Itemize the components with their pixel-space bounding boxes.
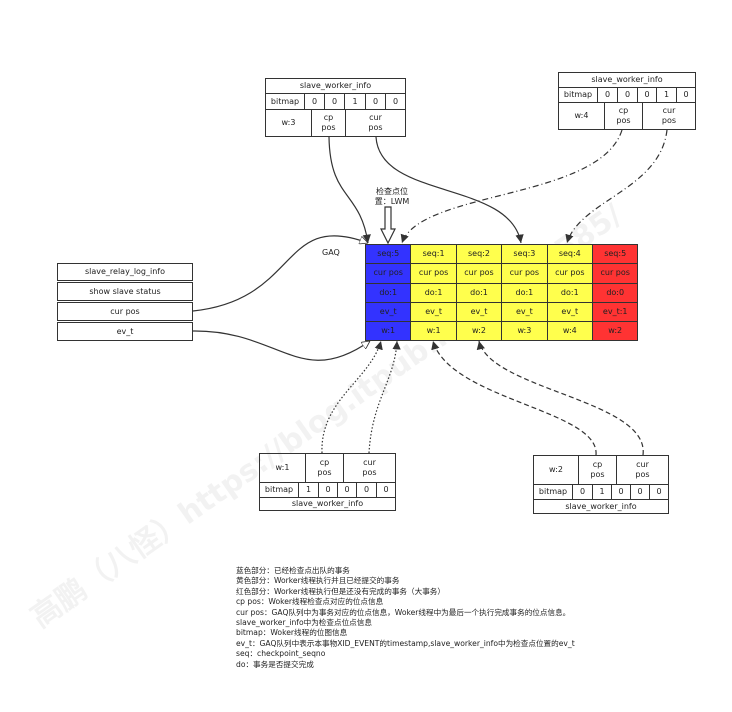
checkpoint-label: 检查点位置：LWM [374,187,410,206]
bitmap-bit: 0 [385,93,406,110]
arrow-w4-cur [565,129,668,244]
cp-pos: cp pos [578,455,617,485]
bitmap-bit: 0 [365,93,386,110]
worker-title: slave_worker_info [533,499,669,514]
bitmap-bit: 0 [676,87,696,103]
gaq-cell-ev-t: ev_t:1 [592,301,639,323]
gaq-cell-worker: w:2 [455,321,503,342]
cp-pos: cp pos [311,109,346,137]
bitmap-bit: 1 [592,484,612,500]
legend-line: bitmap：Woker线程的位图信息 [236,628,348,638]
gaq-cell-ev-t: ev_t [455,301,503,323]
gaq-cell-worker: w:1 [410,321,457,342]
gaq-label: GAQ [322,248,340,257]
legend-line: do：事务是否提交完成 [236,659,314,669]
bitmap-bit: 0 [572,484,593,500]
relay-log-item: show slave status [57,282,193,301]
gaq-cell-cur-pos: cur pos [455,263,503,284]
gaq-cell-seq: seq:2 [455,244,503,265]
worker-id: w:4 [558,102,605,130]
gaq-cell-worker: w:1 [365,321,412,342]
bitmap-bit: 0 [337,482,357,498]
gaq-cell-cur-pos: cur pos [546,263,593,284]
legend-line: 黄色部分：Worker线程执行并且已经提交的事务 [236,576,400,586]
arrow-w4-cp [400,129,623,244]
gaq-cell-worker: w:3 [501,321,548,342]
arrow-w3-cur [375,136,524,244]
gaq-cell-do: do:1 [546,282,593,303]
bitmap-bit: 1 [298,482,319,498]
worker-id: w:2 [533,455,579,485]
bitmap-bit: 0 [304,93,325,110]
bitmap-bit: 0 [318,482,338,498]
cp-pos: cp pos [305,453,344,483]
gaq-cell-cur-pos: cur pos [592,263,639,284]
gaq-cell-seq: seq:1 [410,244,457,265]
worker-id: w:3 [265,109,312,137]
bitmap-bit: 0 [611,484,631,500]
gaq-cell-do: do:1 [365,282,412,303]
legend-line: 蓝色部分：已经检查点出队的事务 [236,566,350,575]
bitmap-bit: 0 [617,87,638,103]
legend-line: slave_worker_info中为检查点位点信息 [236,618,372,628]
bitmap-label: bitmap [558,87,598,103]
arrow-w1-cur [368,340,401,454]
gaq-cell-ev-t: ev_t [546,301,593,323]
gaq-cell-seq: seq:4 [546,244,593,265]
lwm-arrow-icon [380,206,396,245]
arrow-relay-evt [192,330,370,361]
bitmap-bit: 0 [324,93,345,110]
legend-line: ev_t：GAQ队列中表示本事物XID_EVENT的timestamp,slav… [236,638,575,648]
gaq-cell-seq: seq:3 [501,244,548,265]
gaq-cell-ev-t: ev_t [365,301,412,323]
legend: 蓝色部分：已经检查点出队的事务 黄色部分：Worker线程执行并且已经提交的事务… [236,566,575,670]
bitmap-label: bitmap [265,93,305,110]
gaq-cell-do: do:1 [501,282,548,303]
gaq-cell-do: do:1 [455,282,503,303]
bitmap-bit: 0 [630,484,650,500]
bitmap-label: bitmap [533,484,573,500]
gaq-cell-do: do:0 [592,282,639,303]
relay-log-item: cur pos [57,302,193,321]
arrow-w2-cp [431,340,597,456]
gaq-cell-ev-t: ev_t [501,301,548,323]
bitmap-bit: 0 [356,482,377,498]
worker-id: w:1 [259,453,306,483]
arrow-w3-cp [328,136,371,244]
gaq-cell-cur-pos: cur pos [410,263,457,284]
bitmap-label: bitmap [259,482,299,498]
relay-log-item: ev_t [57,322,193,341]
gaq-cell-do: do:1 [410,282,457,303]
gaq-cell-worker: w:2 [592,321,639,342]
gaq-cell-cur-pos: cur pos [501,263,548,284]
worker-title: slave_worker_info [259,497,396,511]
gaq-cell-ev-t: ev_t [410,301,457,323]
legend-line: cur pos：GAQ队列中为事务对应的位点信息，Woker线程中为最后一个执行… [236,607,571,617]
arrow-w1-cp [321,340,383,454]
gaq-cell-cur-pos: cur pos [365,263,412,284]
gaq-cell-seq: seq:5 [365,244,412,265]
relay-log-title: slave_relay_log_info [57,263,193,281]
arrow-relay-cur [192,235,368,312]
bitmap-bit: 0 [597,87,618,103]
arrow-w2-cur [476,340,644,456]
legend-line: seq：checkpoint_seqno [236,649,326,659]
cur-pos: cur pos [343,453,396,483]
cur-pos: cur pos [642,102,696,130]
bitmap-bit: 0 [637,87,657,103]
gaq-cell-seq: seq:5 [592,244,639,265]
cur-pos: cur pos [616,455,669,485]
bitmap-bit: 0 [649,484,669,500]
worker-title: slave_worker_info [265,78,406,94]
worker-title: slave_worker_info [558,72,696,88]
legend-line: cp pos：Woker线程检查点对应的位点信息 [236,597,384,607]
bitmap-bit: 0 [376,482,396,498]
bitmap-bit: 1 [656,87,677,103]
gaq-cell-worker: w:4 [546,321,593,342]
cur-pos: cur pos [345,109,406,137]
cp-pos: cp pos [604,102,643,130]
bitmap-bit: 1 [344,93,366,110]
legend-line: 红色部分：Worker线程执行但是还没有完成的事务（大事务） [236,586,445,596]
